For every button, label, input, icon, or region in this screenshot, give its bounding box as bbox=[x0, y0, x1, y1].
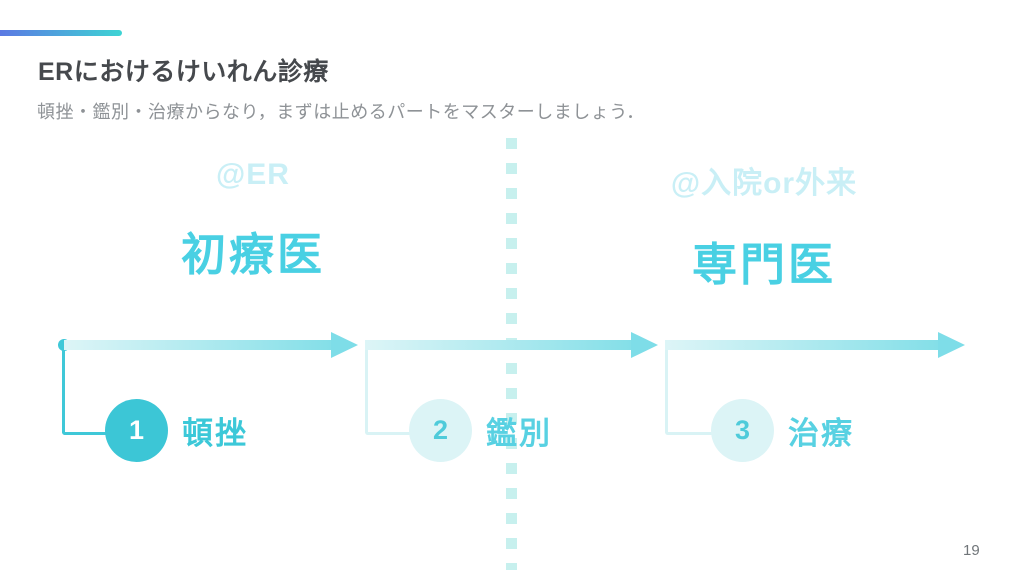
slide-subtitle: 頓挫・鑑別・治療からなり，まずは止めるパートをマスターしましょう． bbox=[37, 102, 645, 122]
accent-bar bbox=[0, 30, 122, 36]
column-role-shoryoi: 初療医 bbox=[180, 229, 325, 280]
timeline-arrow-segment-3 bbox=[663, 332, 965, 462]
right-arrow-icon bbox=[631, 332, 658, 358]
timeline-arrow-segment-2 bbox=[363, 332, 658, 462]
column-header-er: @ER 初療医 bbox=[100, 158, 406, 283]
slide-title: ERにおけるけいれん診療 bbox=[38, 58, 329, 86]
timeline-arrow-segment-1 bbox=[58, 332, 358, 462]
step-badge-tonza: 1 頓挫 bbox=[105, 399, 248, 462]
column-tag-inpatient: @入院or外来 bbox=[670, 167, 858, 200]
page-number: 19 bbox=[963, 542, 980, 559]
column-role-senmoni: 専門医 bbox=[691, 239, 836, 290]
column-tag-er: @ER bbox=[216, 158, 290, 191]
step-label-kanbetsu: 鑑別 bbox=[486, 416, 552, 451]
step-number-circle-1: 1 bbox=[105, 399, 168, 462]
arrow-shaft-2 bbox=[365, 340, 631, 350]
step-badge-chiryo: 3 治療 bbox=[711, 399, 854, 462]
connector-elbow-1 bbox=[62, 344, 111, 435]
step-label-chiryo: 治療 bbox=[788, 416, 854, 451]
arrow-shaft-3 bbox=[665, 340, 938, 350]
step-number-circle-3: 3 bbox=[711, 399, 774, 462]
step-badge-kanbetsu: 2 鑑別 bbox=[409, 399, 552, 462]
right-arrow-icon bbox=[331, 332, 358, 358]
column-header-inpatient: @入院or外来 専門医 bbox=[611, 158, 917, 293]
step-number-circle-2: 2 bbox=[409, 399, 472, 462]
right-arrow-icon bbox=[938, 332, 965, 358]
connector-elbow-2 bbox=[365, 344, 412, 435]
connector-elbow-3 bbox=[665, 344, 714, 435]
dotted-vertical-divider bbox=[506, 138, 517, 570]
arrow-shaft-1 bbox=[64, 340, 331, 350]
step-label-tonza: 頓挫 bbox=[182, 416, 248, 451]
